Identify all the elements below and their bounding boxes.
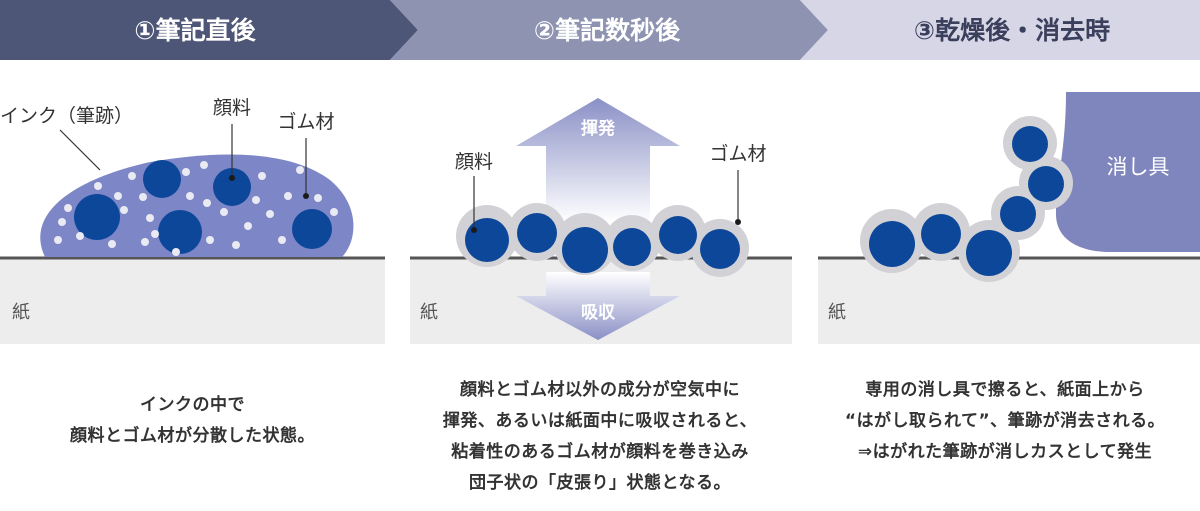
rubber-particle xyxy=(296,166,304,174)
rubber-label: ゴム材 xyxy=(277,111,334,133)
paper-label: 紙 xyxy=(828,302,846,323)
caption-line: インクの中で xyxy=(140,395,245,415)
pigment-particle xyxy=(1012,126,1048,162)
step-1-chevron xyxy=(0,0,418,60)
pigment-particle xyxy=(213,168,251,206)
rubber-particle xyxy=(151,230,159,238)
rubber-particle xyxy=(330,208,338,216)
caption-line: ⇒はがれた筆跡が消しカスとして発生 xyxy=(857,442,1153,462)
rubber-particle xyxy=(200,161,208,169)
rubber-particles xyxy=(54,161,338,256)
rubber-particle xyxy=(76,232,84,240)
rubber-particle xyxy=(232,241,240,249)
rubber-particle xyxy=(172,248,180,256)
rubber-particle xyxy=(278,236,286,244)
pigment-particle xyxy=(292,209,332,249)
panel-2: 紙 揮発 吸収 顔料 ゴム材 xyxy=(410,98,792,344)
pigment-particle xyxy=(921,214,961,254)
rubber-particle xyxy=(203,199,211,207)
caption-line: 団子状の「皮張り」状態となる。 xyxy=(469,473,731,493)
rubber-particle xyxy=(139,193,147,201)
pigment-label: 顔料 xyxy=(455,151,493,173)
ink-blob xyxy=(40,154,354,257)
pigment-label: 顔料 xyxy=(213,97,251,119)
evaporation-arrow xyxy=(516,98,680,222)
caption-step-3: 専用の消し具で擦ると、紙面上から “はがし取られて”、筆跡が消去される。 ⇒はが… xyxy=(810,375,1200,468)
pigment-leader-dot xyxy=(471,227,477,233)
rubber-leader-dot xyxy=(735,219,741,225)
rubber-particle xyxy=(220,208,228,216)
rubber-particle xyxy=(244,222,252,230)
pigment-particles xyxy=(74,160,332,254)
caption-line: 専用の消し具で擦ると、紙面上から xyxy=(865,380,1145,400)
paper-block xyxy=(0,258,385,344)
eraser-label: 消し具 xyxy=(1107,155,1170,179)
pigment-particle xyxy=(158,210,202,254)
absorption-label: 吸収 xyxy=(581,303,616,323)
caption-step-2: 顔料とゴム材以外の成分が空気中に 揮発、あるいは紙面中に吸収されると、 粘着性の… xyxy=(400,375,800,499)
eraser-tool xyxy=(1056,92,1200,252)
rubber-label: ゴム材 xyxy=(709,143,766,165)
rubber-particle xyxy=(284,192,292,200)
rubber-particle xyxy=(120,206,128,214)
rubber-particle xyxy=(128,172,136,180)
ink-label: インク（筆跡） xyxy=(0,105,133,127)
rubber-particle xyxy=(54,236,62,244)
pigment-particle xyxy=(74,194,120,240)
rubber-particle xyxy=(266,210,274,218)
skinned-pigment-chain xyxy=(456,203,749,277)
rubber-particle xyxy=(64,204,72,212)
pigment-particle xyxy=(465,218,509,262)
paper-label: 紙 xyxy=(12,302,30,323)
pigment-particle xyxy=(562,227,608,273)
pigment-particle xyxy=(143,160,181,198)
step-2-title: ②筆記数秒後 xyxy=(534,16,681,45)
rubber-particle xyxy=(252,196,260,204)
pigment-particle xyxy=(966,230,1012,276)
rubber-particle xyxy=(114,192,122,200)
pigment-leader-dot xyxy=(229,175,235,181)
pigment-particle xyxy=(700,229,740,269)
absorption-arrow xyxy=(516,272,680,340)
evaporation-label: 揮発 xyxy=(581,118,616,139)
step-3-chevron xyxy=(800,0,1200,60)
panel-1: 紙 xyxy=(0,97,385,344)
pigment-particle xyxy=(1028,166,1064,202)
caption-step-1: インクの中で 顔料とゴム材が分散した状態。 xyxy=(0,390,385,452)
caption-line: “はがし取られて”、筆跡が消去される。 xyxy=(844,411,1166,431)
peeled-ink-chain xyxy=(860,116,1073,282)
rubber-particle xyxy=(206,236,214,244)
rubber-particle xyxy=(314,194,322,202)
rubber-particle xyxy=(258,172,266,180)
pigment-particle xyxy=(517,213,557,253)
caption-line: 揮発、あるいは紙面中に吸収されると、 xyxy=(442,411,758,431)
pigment-particle xyxy=(869,221,915,267)
step-1-title: ①筆記直後 xyxy=(134,16,256,45)
ink-leader-line xyxy=(59,129,101,171)
rubber-particle xyxy=(58,218,66,226)
rubber-particle xyxy=(94,182,102,190)
step-3-title: ③乾燥後・消去時 xyxy=(914,16,1110,45)
caption-line: 顔料とゴム材が分散した状態。 xyxy=(70,426,315,446)
rubber-leader-dot xyxy=(303,193,309,199)
rubber-particle xyxy=(141,238,149,246)
step-2-chevron xyxy=(390,0,828,60)
rubber-particle xyxy=(108,240,116,248)
pigment-particle xyxy=(1000,196,1036,232)
pigment-particle xyxy=(659,216,697,254)
paper-label: 紙 xyxy=(420,302,438,323)
rubber-particle xyxy=(186,192,194,200)
panel-3: 紙 消し具 xyxy=(818,92,1200,344)
step-header-bar: ①筆記直後 ②筆記数秒後 ③乾燥後・消去時 xyxy=(0,0,1200,60)
rubber-particle xyxy=(182,168,190,176)
rubber-particle xyxy=(146,214,154,222)
caption-line: 粘着性のあるゴム材が顔料を巻き込み xyxy=(451,442,749,462)
pigment-particle xyxy=(613,228,651,266)
caption-line: 顔料とゴム材以外の成分が空気中に xyxy=(460,380,740,400)
